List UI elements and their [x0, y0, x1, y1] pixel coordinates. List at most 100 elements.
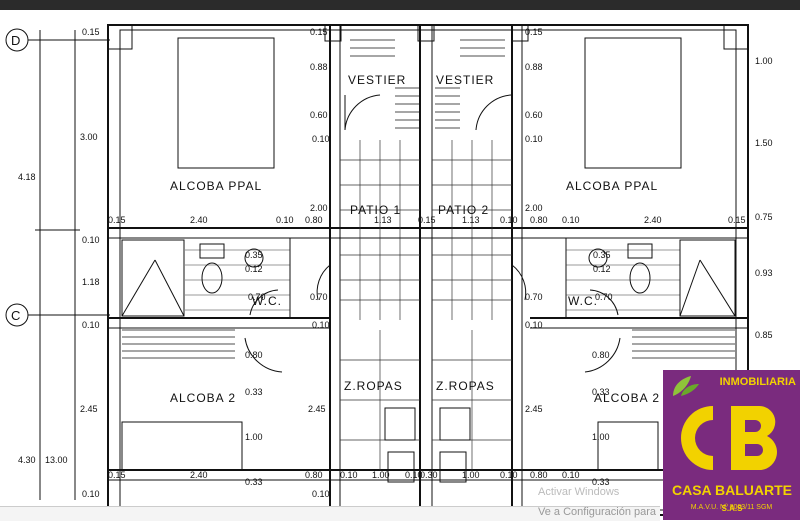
- room-z-ropas-left: Z.ROPAS: [344, 379, 403, 393]
- window-top-bar: [0, 0, 800, 10]
- dim-label: 0.15: [108, 470, 126, 480]
- axis-label-d: D: [11, 33, 20, 48]
- dim-label: 0.75: [755, 212, 773, 222]
- dim-label: 0.10: [312, 320, 330, 330]
- dim-label: 0.33: [592, 387, 610, 397]
- dim-label: 0.80: [592, 350, 610, 360]
- dim-label: 0.93: [755, 268, 773, 278]
- room-alcoba-ppal-right: ALCOBA PPAL: [566, 179, 658, 193]
- dim-label: 2.45: [80, 404, 98, 414]
- dim-label: 0.10: [525, 134, 543, 144]
- dim-label: 0.70: [310, 292, 328, 302]
- dim-label: 1.18: [82, 277, 100, 287]
- logo-brand-text: INMOBILIARIA: [719, 376, 796, 388]
- logo-monogram: [681, 405, 777, 470]
- dim-label: 0.60: [310, 110, 328, 120]
- room-patio-2: PATIO 2: [438, 203, 489, 217]
- dim-label: 0.10: [312, 489, 330, 499]
- dim-label: 0.15: [525, 27, 543, 37]
- dim-label: 0.70: [525, 292, 543, 302]
- sink-left: [244, 248, 264, 268]
- dim-label: 0.35: [593, 250, 611, 260]
- bed-right: [584, 37, 682, 169]
- dim-label: 0.10: [500, 215, 518, 225]
- dim-label: 0.10: [525, 320, 543, 330]
- dim-label: 1.00: [245, 432, 263, 442]
- dim-label: 0.10: [82, 489, 100, 499]
- dim-label: 4.18: [18, 172, 36, 182]
- room-vestier-right: VESTIER: [436, 73, 494, 87]
- shower-right: [679, 239, 736, 317]
- dim-label: 0.60: [525, 110, 543, 120]
- room-alcoba-ppal-left: ALCOBA PPAL: [170, 179, 262, 193]
- logo-registration: M.A.V.U. Nº 0003/11 SGM: [690, 504, 773, 511]
- sink-laundry-left: [387, 451, 415, 483]
- dim-label: 0.70: [248, 292, 266, 302]
- dim-label: 0.33: [245, 477, 263, 487]
- toilet-right: [629, 262, 651, 294]
- dim-label: 2.45: [308, 404, 326, 414]
- dim-label: 3.00: [80, 132, 98, 142]
- dim-label: 2.45: [525, 404, 543, 414]
- sink-right: [588, 248, 608, 268]
- taskbar: [0, 506, 660, 521]
- dim-label: 0.80: [245, 350, 263, 360]
- dim-label: 0.10: [500, 470, 518, 480]
- dim-label: 0.15: [82, 27, 100, 37]
- dim-label: 2.40: [190, 215, 208, 225]
- bed-right-2: [597, 421, 659, 471]
- dim-label: 0.10: [405, 470, 423, 480]
- bed-left: [177, 37, 275, 169]
- bed-left-2: [121, 421, 243, 471]
- dim-label: 0.80: [530, 470, 548, 480]
- dim-label: 4.30: [18, 455, 36, 465]
- dim-label: 0.10: [340, 470, 358, 480]
- dim-label: 2.00: [525, 203, 543, 213]
- dim-label: 0.10: [82, 320, 100, 330]
- room-patio-1: PATIO 1: [350, 203, 401, 217]
- dim-label: 0.12: [245, 264, 263, 274]
- logo-company-name: CASA BALUARTE S.A.S: [671, 482, 793, 513]
- dim-label: 0.35: [245, 250, 263, 260]
- toilet-left: [201, 262, 223, 294]
- dim-label: 1.13: [374, 215, 392, 225]
- dim-label: 0.12: [593, 264, 611, 274]
- dim-label: 0.88: [525, 62, 543, 72]
- dim-label: 0.80: [530, 215, 548, 225]
- shower-left: [121, 239, 185, 317]
- dim-label: 0.70: [595, 292, 613, 302]
- room-alcoba-2-right: ALCOBA 2: [594, 391, 660, 405]
- dim-label: 0.10: [562, 470, 580, 480]
- company-logo: INMOBILIARIA CASA BALUARTE S.A.S M.A.V.U…: [663, 370, 800, 520]
- room-alcoba-2-left: ALCOBA 2: [170, 391, 236, 405]
- dim-label: 2.40: [644, 215, 662, 225]
- dim-label: 0.15: [108, 215, 126, 225]
- dim-label: 0.15: [418, 215, 436, 225]
- leaf-icon: [673, 376, 699, 396]
- dim-label: 1.50: [755, 138, 773, 148]
- dim-label: 0.10: [312, 134, 330, 144]
- room-z-ropas-right: Z.ROPAS: [436, 379, 495, 393]
- room-wc-right: W.C.: [568, 294, 598, 308]
- washer-left-1: [384, 407, 416, 441]
- dim-label: 1.00: [372, 470, 390, 480]
- dim-label: 0.80: [305, 215, 323, 225]
- dim-label: 0.33: [592, 477, 610, 487]
- dim-label: 13.00: [45, 455, 68, 465]
- dim-label: 1.00: [462, 470, 480, 480]
- dim-label: 1.00: [755, 56, 773, 66]
- dim-label: 0.10: [82, 235, 100, 245]
- axis-label-c: C: [11, 308, 20, 323]
- dim-label: 0.10: [562, 215, 580, 225]
- dim-label: 0.30: [420, 470, 438, 480]
- activation-watermark-subtitle[interactable]: Ve a Configuración para: [538, 506, 657, 518]
- room-wc-left: W.C.: [252, 294, 282, 308]
- dim-label: 2.40: [190, 470, 208, 480]
- dim-label: 0.15: [728, 215, 746, 225]
- dim-label: 0.85: [755, 330, 773, 340]
- room-vestier-left: VESTIER: [348, 73, 406, 87]
- dim-label: 1.00: [592, 432, 610, 442]
- sink-laundry-right: [439, 451, 467, 483]
- dim-label: 0.15: [310, 27, 328, 37]
- dim-label: 1.13: [462, 215, 480, 225]
